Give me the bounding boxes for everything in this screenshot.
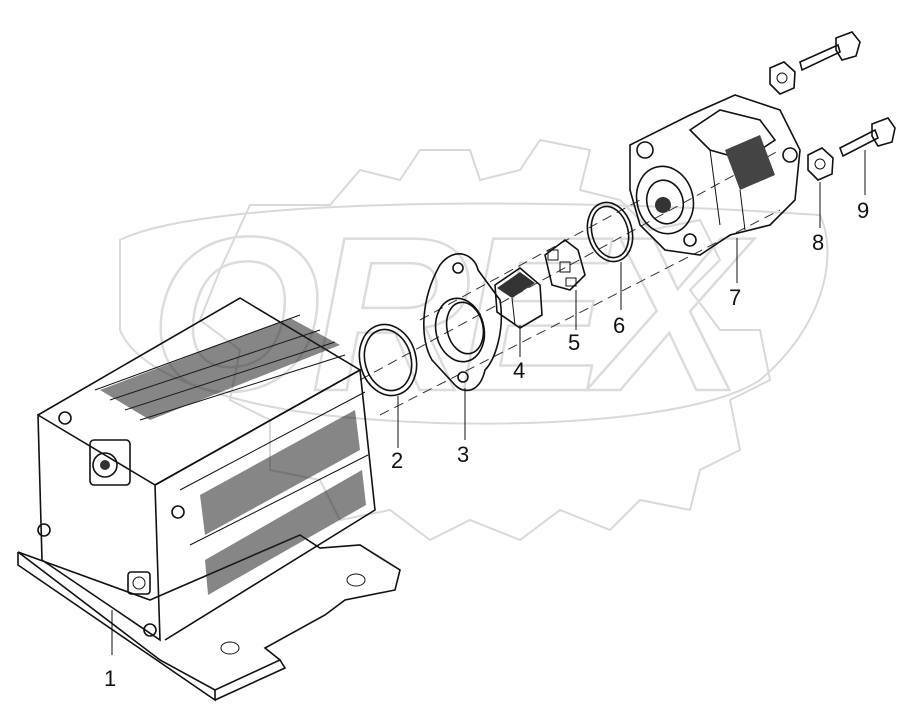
part-8-nut [769, 61, 834, 181]
part-9-bolt [799, 31, 896, 158]
part-7-pump [629, 94, 801, 256]
part-5-spider [544, 238, 586, 291]
watermark-swoosh [119, 202, 829, 425]
part-3-flange [423, 253, 503, 392]
watermark: OREX [119, 138, 829, 542]
callout-9: 9 [857, 198, 869, 223]
part-4-coupling [494, 266, 543, 329]
callout-4: 4 [513, 358, 525, 383]
callout-8: 8 [812, 230, 824, 255]
callout-7: 7 [729, 285, 741, 310]
callout-1: 1 [104, 666, 116, 691]
watermark-text: OREX [150, 191, 755, 437]
assembly-axes [359, 149, 781, 416]
callout-3: 3 [457, 442, 469, 467]
callouts: 1 2 3 4 5 6 7 8 9 [104, 198, 869, 691]
leader-lines [111, 150, 866, 655]
callout-2: 2 [391, 448, 403, 473]
part-1-motor [17, 297, 401, 702]
callout-5: 5 [568, 330, 580, 355]
part-2-o-ring [358, 323, 418, 397]
callout-6: 6 [613, 313, 625, 338]
part-6-o-ring [586, 201, 634, 263]
